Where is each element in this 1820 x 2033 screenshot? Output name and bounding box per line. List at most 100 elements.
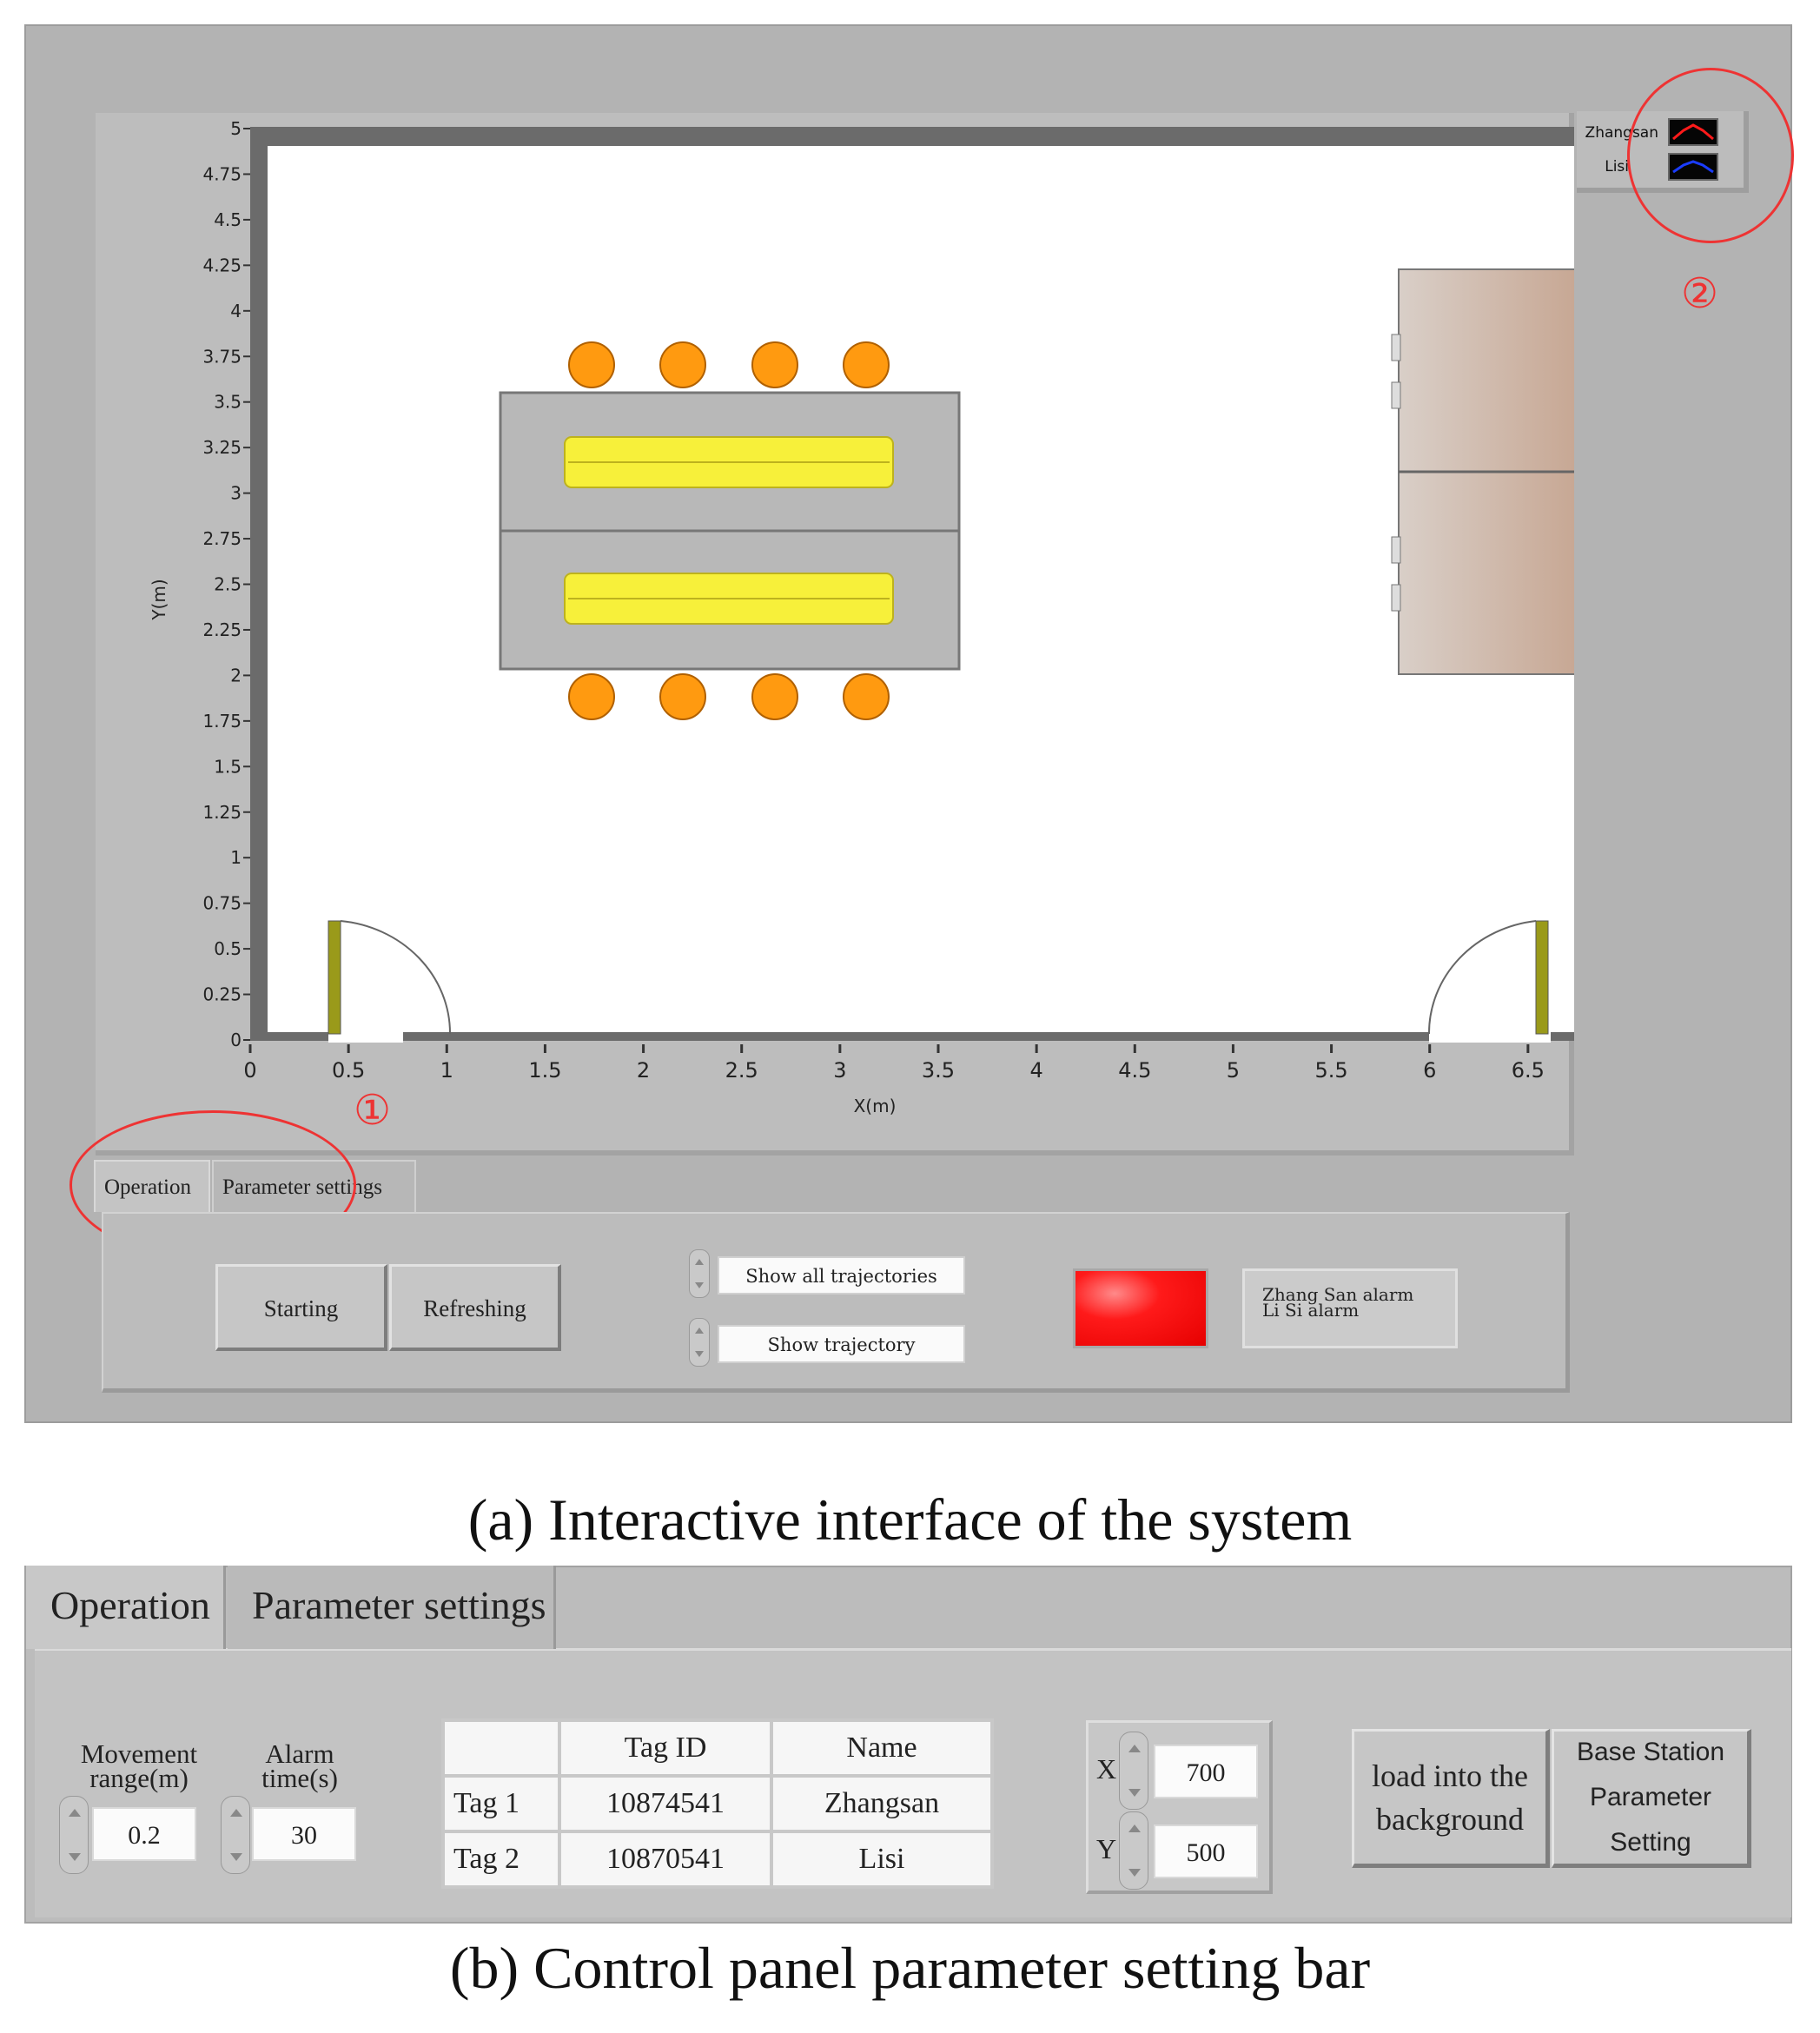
table-row[interactable]: Tag 2 10870541 Lisi: [441, 1830, 994, 1889]
y-axis-ticks: 00.250.50.7511.251.51.7522.252.52.7533.2…: [202, 118, 250, 1050]
load-button-line2: background: [1376, 1802, 1524, 1837]
x-tick-label: 5.5: [1314, 1058, 1347, 1083]
y-tick-label: 4.75: [202, 163, 242, 184]
y-tick-label: 2.75: [202, 528, 242, 549]
y-tick-label: 3.75: [202, 346, 242, 367]
table-row-label: Tag 1: [441, 1774, 561, 1833]
tab-operation-b[interactable]: Operation: [26, 1566, 226, 1649]
y-tick-label: 0.5: [214, 938, 242, 959]
chair: [568, 341, 615, 388]
cabinet-handle: [1391, 334, 1401, 361]
legend-name-lisi: Lisi: [1605, 158, 1629, 175]
alarm-time-label-line2: time(s): [261, 1763, 338, 1793]
x-tick-label: 4.5: [1118, 1058, 1151, 1083]
y-tick-label: 1: [230, 847, 242, 868]
y-tick-label: 1.25: [202, 802, 242, 823]
x-coordinate-input[interactable]: 700: [1154, 1745, 1258, 1798]
movement-range-label-line1: Movement: [80, 1738, 198, 1769]
cabinet-handle: [1391, 381, 1401, 409]
chairs: [568, 341, 890, 720]
floor-plan-plot[interactable]: 0 0.25 0.5 0.75 1 1.25 1.5 1.75 2 2.25 2.5 2.75 3 3.2…: [96, 113, 1574, 1156]
base-button-line2: Parameter Setting: [1589, 1783, 1712, 1857]
show-trajectory-label: Show trajectory: [718, 1325, 965, 1363]
alarm-time-label: Alarm time(s): [235, 1738, 365, 1793]
chair: [659, 341, 706, 388]
y-tick-label: 2: [230, 665, 242, 685]
table-cell-tag-id[interactable]: 10874541: [558, 1774, 773, 1833]
x-coordinate-stepper[interactable]: [1119, 1732, 1148, 1810]
refreshing-button[interactable]: Refreshing: [389, 1264, 561, 1351]
y-tick-label: 4: [230, 301, 242, 321]
chair: [751, 341, 798, 388]
annotation-marker-1: ①: [354, 1086, 392, 1135]
y-axis-label: Y(m): [149, 579, 169, 620]
alarm-line-zhangsan: Zhang San alarm: [1262, 1284, 1414, 1305]
y-tick-label: 4.5: [214, 209, 242, 230]
y-tick-label: 3.25: [202, 437, 242, 458]
alarm-time-input[interactable]: 30: [252, 1807, 356, 1861]
tag-table[interactable]: Tag ID Name Tag 1 10874541 Zhangsan Tag …: [441, 1718, 994, 1889]
y-tick-label: 3.5: [214, 392, 242, 413]
caption-a: (a) Interactive interface of the system: [467, 1487, 1353, 1553]
cabinet-handle: [1391, 584, 1401, 612]
x-axis-ticks: 00.511.522.533.544.555.566.57: [243, 1044, 1545, 1083]
chair: [659, 673, 706, 720]
show-trajectory-toggle[interactable]: [689, 1318, 710, 1367]
y-coordinate-input[interactable]: 500: [1154, 1824, 1258, 1878]
x-tick-label: 5: [1227, 1058, 1240, 1083]
right-door-leaf: [1535, 920, 1549, 1035]
y-coordinate-stepper[interactable]: [1119, 1811, 1148, 1890]
x-tick-label: 4: [1030, 1058, 1043, 1083]
x-tick-label: 2: [637, 1058, 650, 1083]
x-axis-label: X(m): [854, 1096, 897, 1116]
table-header-cell: [441, 1718, 561, 1778]
table-cell-name[interactable]: Lisi: [770, 1830, 994, 1889]
x-tick-label: 0.5: [332, 1058, 365, 1083]
annotation-circle-legend: [1627, 68, 1794, 243]
x-tick-label: 0: [243, 1058, 256, 1083]
table-cell-name[interactable]: Zhangsan: [770, 1774, 994, 1833]
load-button-line1: load into the: [1372, 1758, 1528, 1793]
movement-range-label-line2: range(m): [89, 1763, 189, 1793]
left-door-leaf: [328, 920, 341, 1035]
x-coordinate-label: X: [1096, 1753, 1117, 1785]
y-tick-label: 4.25: [202, 255, 242, 275]
movement-range-stepper[interactable]: [59, 1796, 89, 1874]
x-tick-label: 3.5: [922, 1058, 955, 1083]
base-station-parameter-setting-button[interactable]: Base Station Parameter Setting: [1552, 1729, 1751, 1868]
load-into-background-button[interactable]: load into the background: [1352, 1729, 1550, 1868]
y-tick-label: 3: [230, 483, 242, 504]
cabinet-handle: [1391, 536, 1401, 564]
show-all-trajectories-toggle[interactable]: [689, 1249, 710, 1298]
table-header-cell: Tag ID: [558, 1718, 773, 1778]
movement-range-input[interactable]: 0.2: [92, 1807, 196, 1861]
right-door-gap: [1429, 1032, 1551, 1043]
alarm-indicator-light: [1073, 1268, 1208, 1348]
x-tick-label: 1.5: [528, 1058, 561, 1083]
caption-b: (b) Control panel parameter setting bar: [449, 1935, 1371, 2001]
chair: [568, 673, 615, 720]
alarm-line-lisi: Li Si alarm: [1262, 1300, 1360, 1321]
starting-button[interactable]: Starting: [215, 1264, 387, 1351]
y-tick-label: 0.75: [202, 893, 242, 914]
table-row[interactable]: Tag 1 10874541 Zhangsan: [441, 1774, 994, 1833]
table-header-row: Tag ID Name: [441, 1718, 994, 1778]
y-tick-label: 1.75: [202, 711, 242, 732]
base-button-line1: Base Station: [1576, 1738, 1725, 1766]
x-tick-label: 6.5: [1512, 1058, 1545, 1083]
table-row-label: Tag 2: [441, 1830, 561, 1889]
chair: [843, 341, 890, 388]
table-cell-tag-id[interactable]: 10870541: [558, 1830, 773, 1889]
annotation-marker-2: ②: [1681, 269, 1719, 318]
x-tick-label: 3: [833, 1058, 846, 1083]
y-tick-label: 0.25: [202, 984, 242, 1005]
left-door-swing: [340, 920, 452, 1035]
alarm-time-stepper[interactable]: [221, 1796, 250, 1874]
alarm-time-label-line1: Alarm: [265, 1738, 334, 1769]
y-coordinate-label: Y: [1096, 1833, 1117, 1864]
y-tick-label: 2.25: [202, 619, 242, 640]
x-tick-label: 1: [440, 1058, 453, 1083]
tab-parameter-settings-b[interactable]: Parameter settings: [228, 1566, 556, 1649]
x-tick-label: 2.5: [725, 1058, 758, 1083]
movement-range-label: Movement range(m): [69, 1738, 208, 1793]
